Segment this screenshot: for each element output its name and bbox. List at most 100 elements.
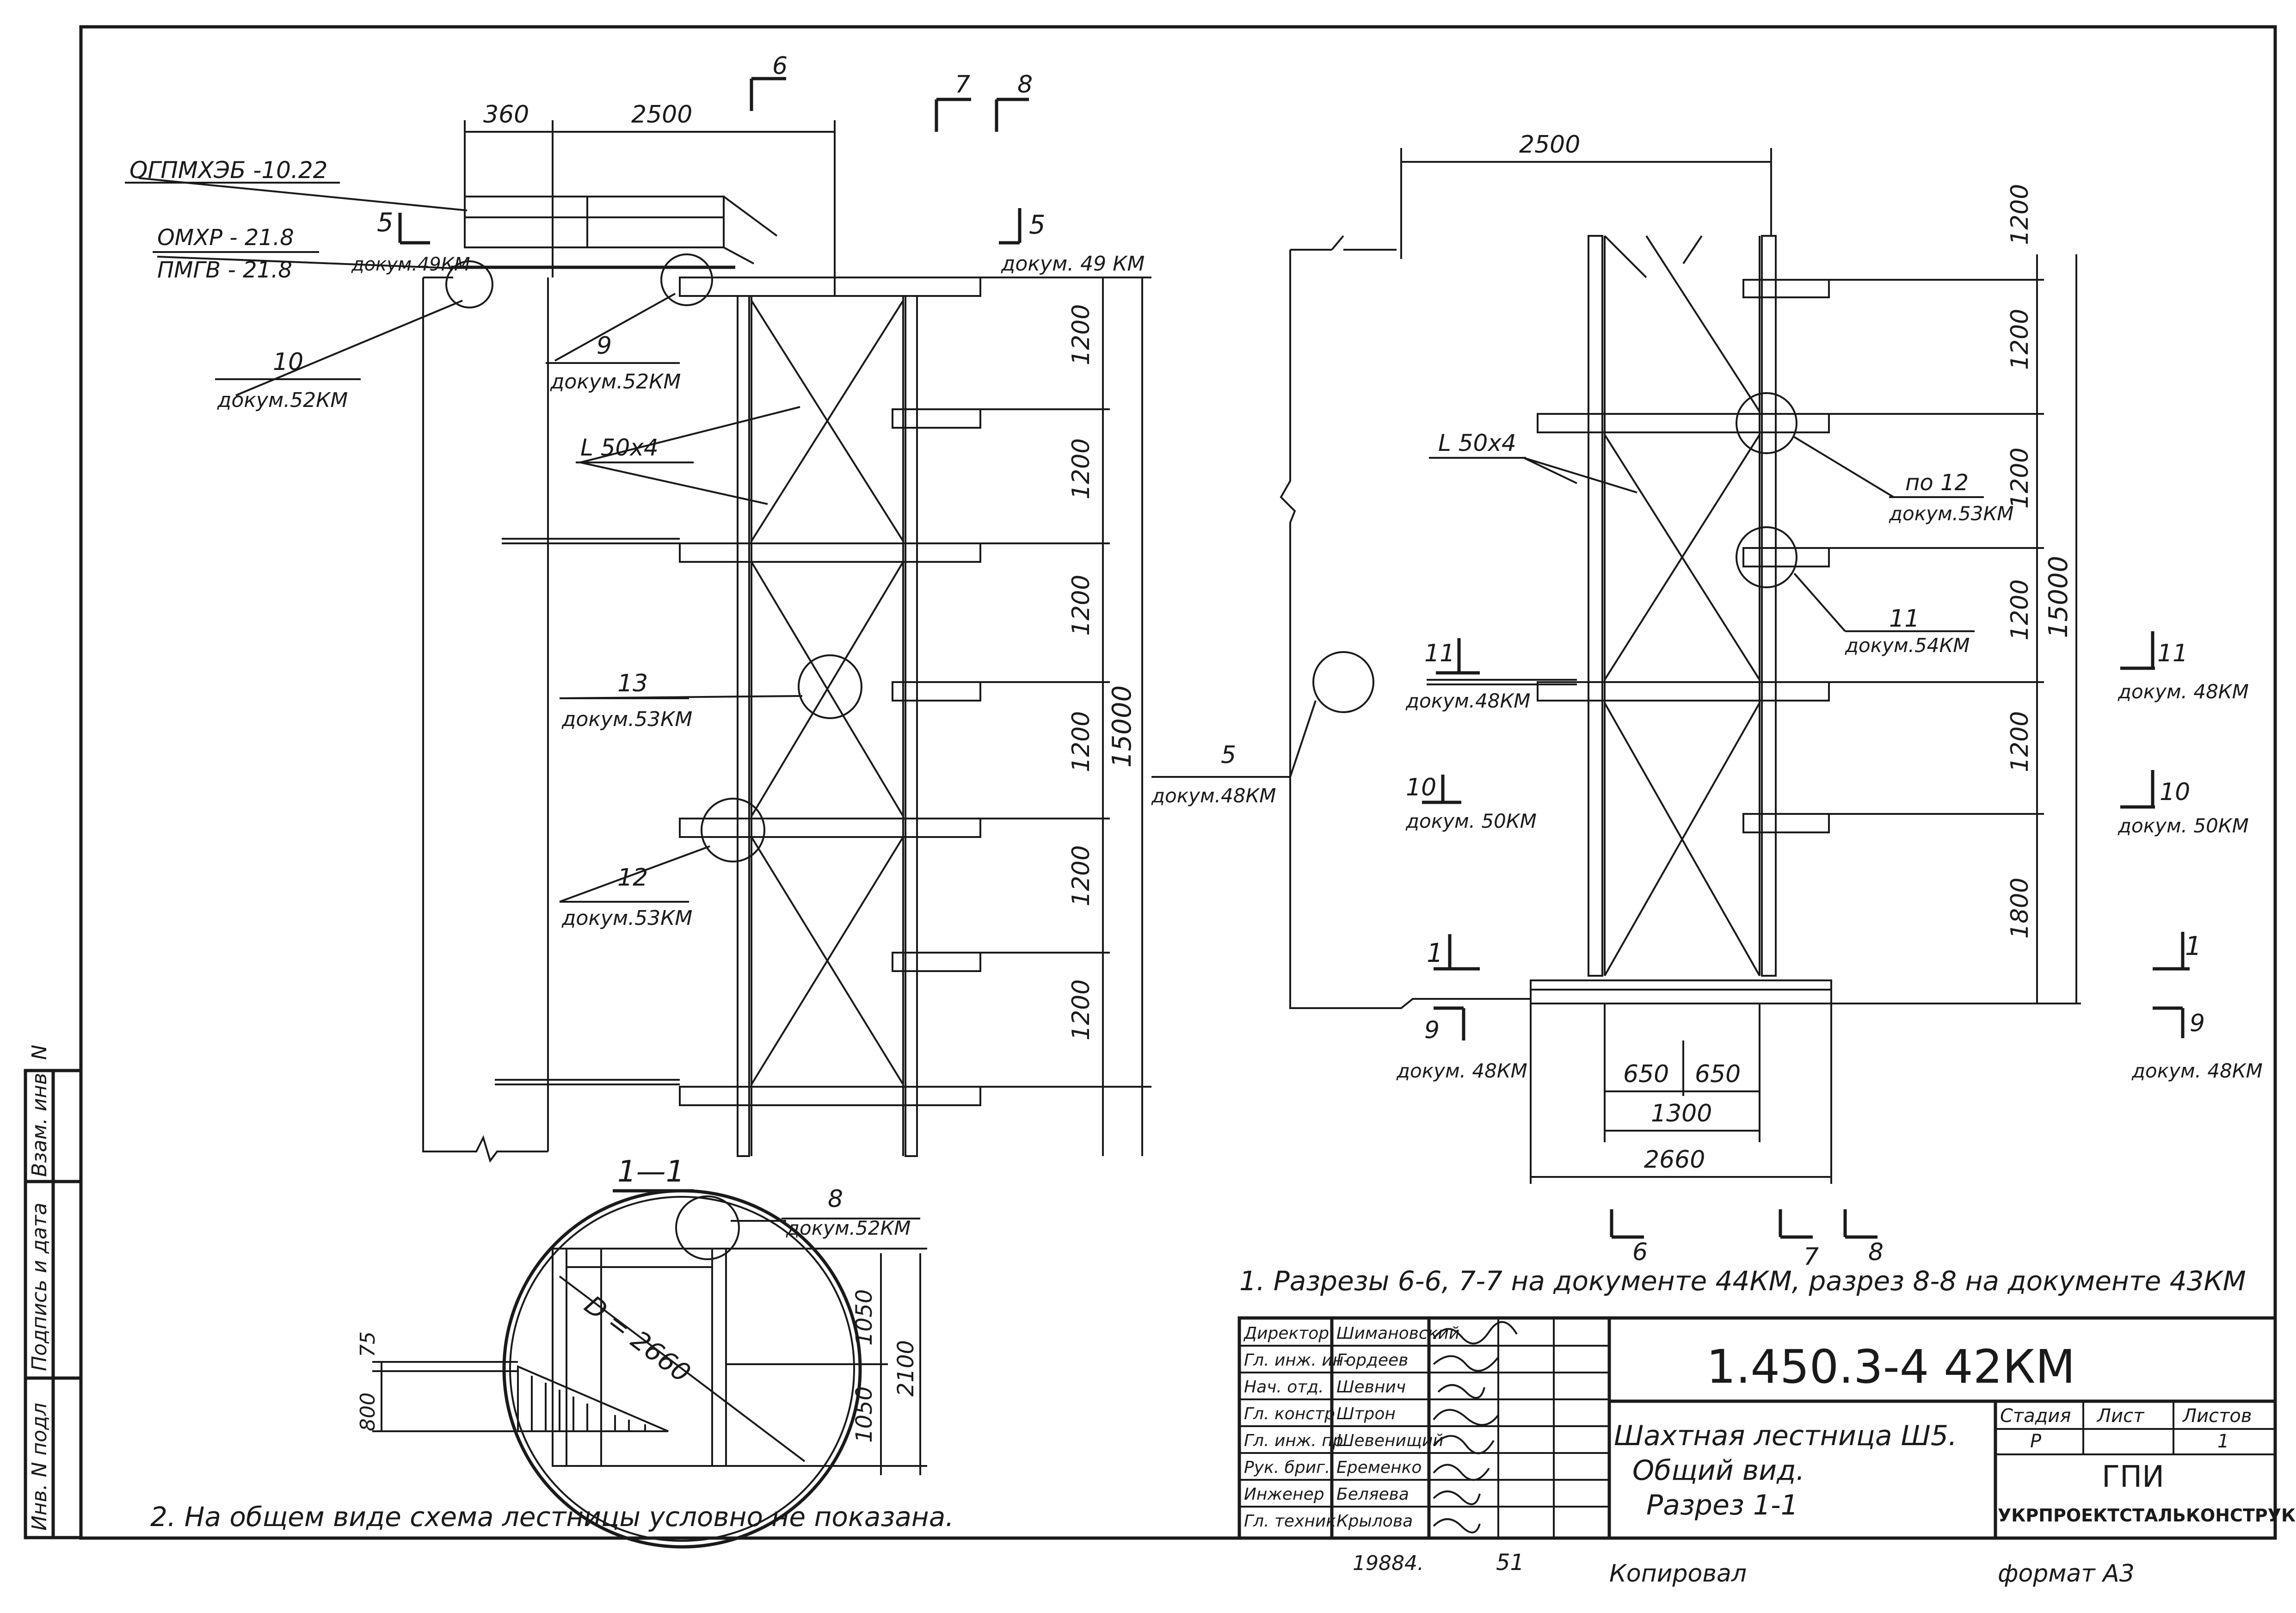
bsec-6: 6: [1632, 1238, 1648, 1266]
vdim-6: 1200: [1067, 979, 1095, 1040]
format-label: формат А3: [1998, 1560, 2135, 1588]
section-5b-doc: докум. 49 КМ: [1001, 252, 1145, 276]
section-5b-num: 5: [1029, 210, 1046, 240]
vdim-5: 1200: [1067, 845, 1095, 906]
short-landing-bar: [892, 952, 981, 972]
role-0: Директор: [1243, 1324, 1329, 1343]
note-2: 2. На общем виде схема лестницы условно …: [150, 1501, 954, 1533]
detail-circle-8: [675, 1195, 740, 1260]
right-landing-bar: [1537, 413, 1830, 433]
vdim-total: 15000: [1107, 685, 1137, 768]
rsec-11-num: 11: [1424, 640, 1455, 667]
rsec-10-doc: докум. 50КМ: [1405, 810, 1537, 832]
rref-po12-doc: докум.53КМ: [1889, 502, 2014, 525]
role-5: Рук. бриг.: [1244, 1458, 1330, 1477]
right-landing-bar: [1742, 547, 1830, 567]
ref-8-doc: докум.52КМ: [786, 1217, 911, 1239]
name-4: Шевенищий: [1336, 1431, 1444, 1450]
title-block: Директор Гл. инж. ин- Нач. отд. Гл. конс…: [1237, 1316, 2296, 1540]
sdim-800: 800: [356, 1392, 380, 1431]
ref-13-doc: докум.53КМ: [561, 708, 692, 731]
shaft-circle-inner: [509, 1196, 855, 1542]
sheet-label: Лист: [2096, 1405, 2145, 1427]
section-7: 7: [955, 71, 970, 99]
diameter-label: D = 2660: [579, 1290, 696, 1388]
role-4: Гл. инж. пр: [1244, 1431, 1343, 1450]
right-view-post-left: [1588, 235, 1603, 977]
page-no: 51: [1496, 1550, 1524, 1576]
bdim-650-a: 650: [1623, 1060, 1669, 1088]
name-1: Гордеев: [1336, 1351, 1408, 1370]
section-5-doc: докум.49КМ: [351, 254, 470, 275]
right-landing-bar: [1537, 681, 1830, 702]
right-view: 2500 1200 1200 1200 1200 1200 1800 15000…: [1151, 131, 2263, 1271]
ref-9-doc: докум.52КМ: [550, 370, 681, 394]
title-line-1: Шахтная лестница Ш5.: [1614, 1420, 1957, 1452]
detail-circle-12: [701, 798, 765, 862]
section-title: 1—1: [617, 1155, 684, 1189]
rref-11-num: 11: [1889, 605, 1920, 633]
landing-bar: [679, 1086, 981, 1106]
org-full: УКРПРОЕКТСТАЛЬКОНСТРУКЦИЯ: [1998, 1505, 2296, 1526]
name-2: Шевнич: [1336, 1378, 1406, 1397]
shaft-circle-outer: [502, 1189, 862, 1549]
ref-12-doc: докум.53КМ: [561, 906, 692, 930]
top-dim-360: 360: [483, 101, 529, 129]
rvdim-3: 1200: [2006, 448, 2034, 509]
detail-circle-13: [798, 654, 862, 719]
side-stamp: Инв. N подл Подпись и дата Взам. инв. N: [24, 1045, 83, 1539]
ref-pmgv: ПМГВ - 21.8: [157, 257, 292, 283]
detail-circle-11: [1736, 526, 1797, 588]
stair-hatch: [517, 1365, 669, 1432]
rsec-9-num: 9: [1424, 1016, 1440, 1044]
rref-11-doc: докум.54КМ: [1845, 634, 1970, 657]
left-view: 360 2500 1200 1200 1200 1200 1200 1200 1…: [125, 52, 1151, 1163]
ref-9-num: 9: [597, 332, 612, 360]
bdim-650-b: 650: [1695, 1060, 1741, 1088]
section-1-1: 1—1 D = 2660 8 докум.52КМ 75: [356, 1155, 927, 1549]
stage-value: Р: [2030, 1431, 2042, 1452]
rsec-r11-num: 11: [2157, 640, 2188, 667]
detail-circle-po12: [1736, 392, 1797, 454]
rsec-r10-num: 10: [2160, 778, 2190, 806]
short-landing-bar: [892, 681, 981, 702]
ref-8-num: 8: [828, 1185, 843, 1213]
ref-omhr: ОМХР - 21.8: [157, 225, 294, 251]
rsec-9-doc: докум. 48КМ: [1396, 1059, 1527, 1082]
role-2: Нач. отд.: [1244, 1378, 1324, 1397]
rsec-1-num: 1: [1427, 938, 1443, 968]
top-dim-2500: 2500: [631, 101, 692, 129]
stamp-sign: Подпись и дата: [28, 1203, 51, 1371]
stamp-vzam: Взам. инв. N: [28, 1045, 51, 1177]
rsec-r11-doc: докум. 48КМ: [2117, 680, 2249, 703]
rsec-r1-num: 1: [2185, 931, 2202, 961]
detail-circle-5: [1312, 651, 1374, 713]
sheets-value: 1: [2217, 1431, 2229, 1452]
name-7: Крылова: [1336, 1512, 1413, 1531]
rsec-10-num: 10: [1406, 774, 1436, 801]
vdim-4: 1200: [1067, 711, 1095, 772]
role-3: Гл. констр: [1244, 1404, 1335, 1423]
role-6: Инженер: [1244, 1485, 1324, 1504]
rvdim-6: 1800: [2006, 878, 2034, 939]
ref-5-num: 5: [1221, 741, 1236, 769]
doc-code: 1.450.3-4 42КМ: [1706, 1340, 2075, 1394]
sdim-75: 75: [356, 1331, 380, 1357]
vdim-2: 1200: [1067, 438, 1095, 499]
right-view-post-right: [1761, 235, 1777, 977]
bsec-7: 7: [1804, 1243, 1819, 1271]
sheets-label: Листов: [2182, 1405, 2252, 1427]
ref-10-num: 10: [273, 348, 303, 376]
right-top-dim: 2500: [1519, 131, 1580, 159]
rref-l50x4: L 50x4: [1438, 430, 1516, 456]
rvdim-5: 1200: [2006, 711, 2034, 772]
rvdim-1: 1200: [2006, 184, 2034, 245]
top-platform-railing: [464, 196, 725, 248]
left-column-post: [737, 295, 750, 1157]
right-landing-bar: [1742, 279, 1830, 298]
rsec-r9-doc: докум. 48КМ: [2131, 1059, 2263, 1082]
sdim-2100: 2100: [893, 1340, 919, 1397]
ref-10-doc: докум.52КМ: [217, 388, 348, 412]
vdim-1: 1200: [1067, 304, 1095, 365]
